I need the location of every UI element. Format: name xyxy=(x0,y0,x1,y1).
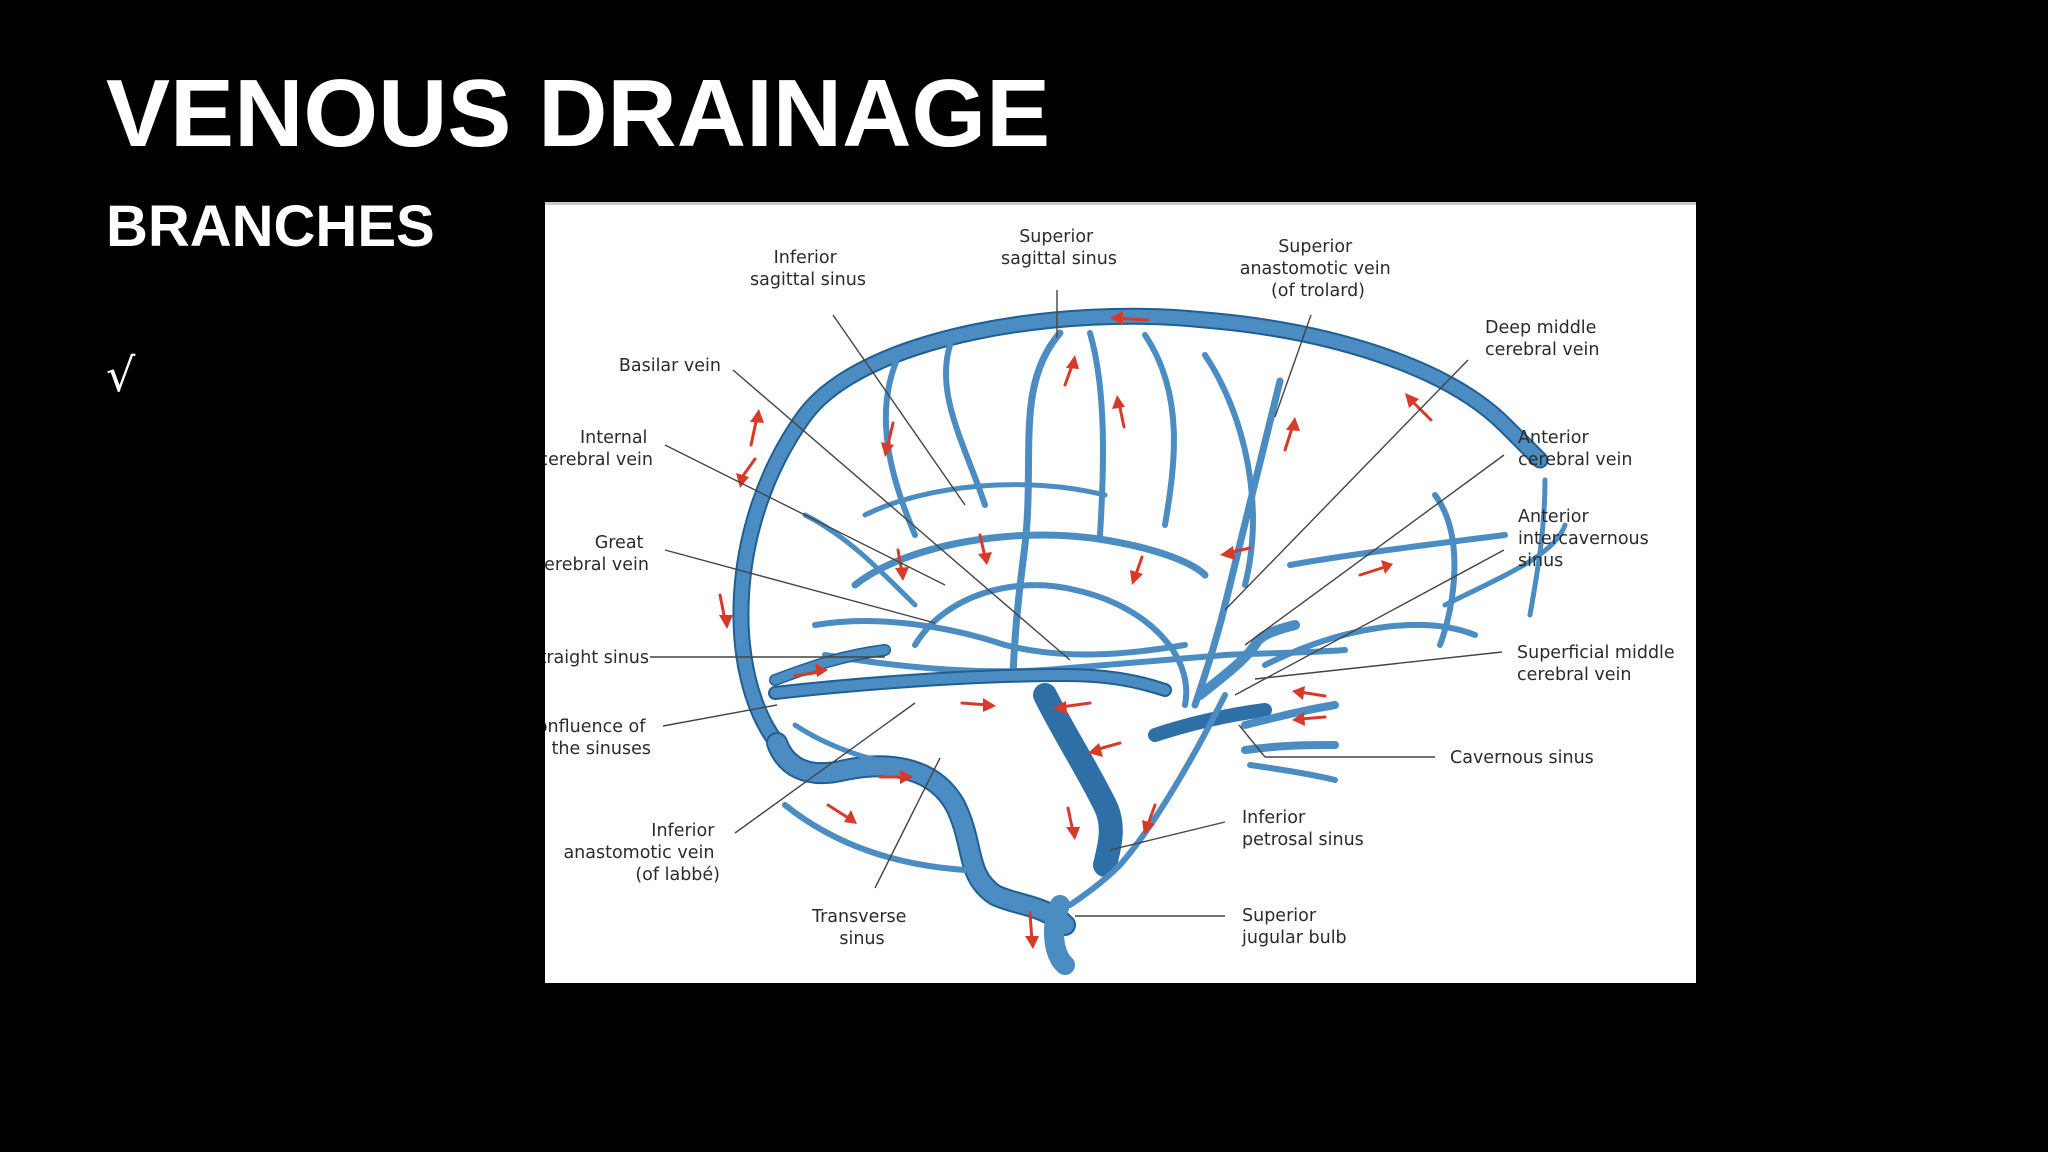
label-anterior-cerebral-vein: Anterior cerebral vein xyxy=(1518,428,1633,470)
label-inferior-anastomotic-vein: Inferior anastomotic vein (of labbé) xyxy=(563,821,720,885)
label-deep-middle-cerebral-vein: Deep middle cerebral vein xyxy=(1485,318,1602,360)
label-confluence-of-the-sinuses: Confluence of the sinuses xyxy=(545,717,651,759)
label-inferior-sagittal-sinus: Inferior sagittal sinus xyxy=(750,248,866,290)
flow-arrows xyxy=(718,311,1433,949)
label-superficial-middle-cerebral-vein: Superficial middle cerebral vein xyxy=(1517,643,1680,685)
label-great-cerebral-vein: Great cerebral vein xyxy=(545,533,649,575)
label-anterior-intercavernous-sinus: Anterior intercavernous sinus xyxy=(1518,507,1654,571)
diagram-svg: Inferior sagittal sinus Superior sagitta… xyxy=(545,227,1680,975)
label-superior-anastomotic-vein: Superior anastomotic vein (of trolard) xyxy=(1240,237,1397,301)
label-transverse-sinus: Transverse sinus xyxy=(811,907,912,949)
label-internal-cerebral-vein: Internal cerebral vein xyxy=(545,428,653,470)
venous-drainage-diagram: Inferior sagittal sinus Superior sagitta… xyxy=(545,202,1696,983)
vein-network xyxy=(732,307,1568,975)
slide-subtitle: BRANCHES xyxy=(106,194,435,259)
label-straight-sinus: Straight sinus xyxy=(545,648,649,668)
label-inferior-petrosal-sinus: Inferior petrosal sinus xyxy=(1242,808,1364,850)
slide-title: VENOUS DRAINAGE xyxy=(106,60,1051,167)
diagram-labels: Inferior sagittal sinus Superior sagitta… xyxy=(545,227,1680,949)
label-cavernous-sinus: Cavernous sinus xyxy=(1450,748,1594,768)
leader-lines xyxy=(650,290,1505,917)
label-superior-sagittal-sinus: Superior sagittal sinus xyxy=(1001,227,1117,269)
label-superior-jugular-bulb: Superior jugular bulb xyxy=(1241,906,1347,948)
bullet-checkmark: √ xyxy=(106,348,136,402)
label-basilar-vein: Basilar vein xyxy=(619,356,721,376)
